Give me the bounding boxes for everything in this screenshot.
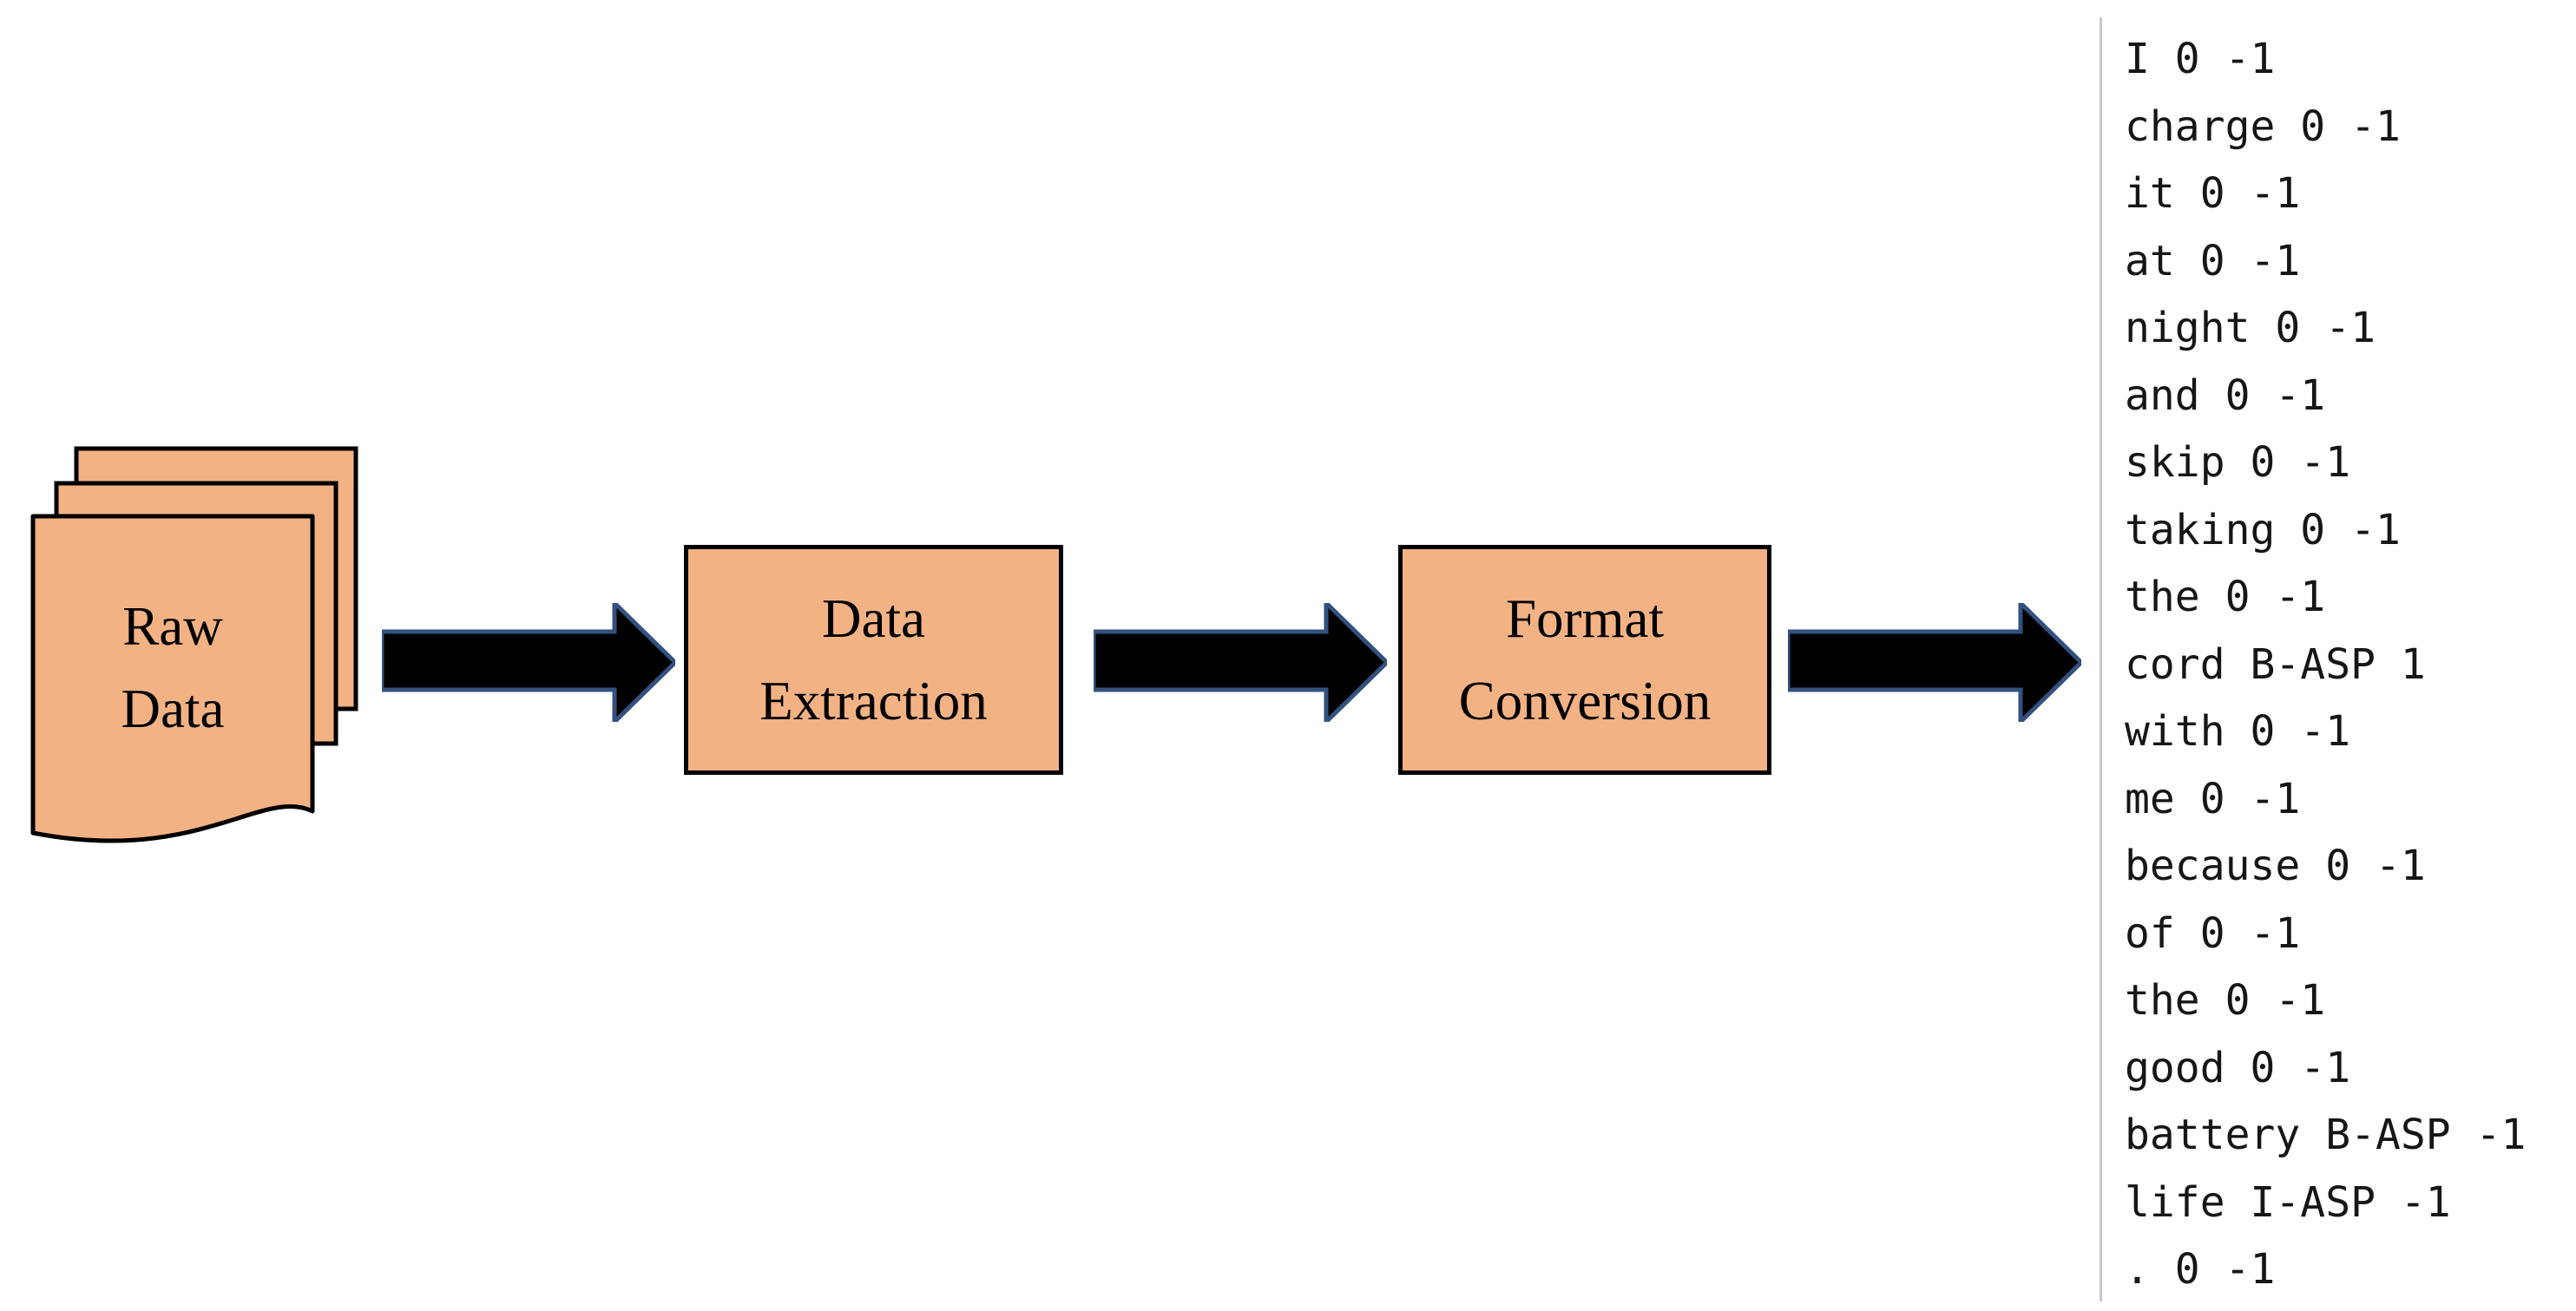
token-line: battery B-ASP -1 bbox=[2125, 1111, 2527, 1159]
token-line: with 0 -1 bbox=[2125, 707, 2351, 756]
output-token-list: I 0 -1 charge 0 -1 it 0 -1 at 0 -1 night… bbox=[2125, 26, 2526, 1304]
token-line: me 0 -1 bbox=[2125, 774, 2301, 823]
textbox-left-border bbox=[2100, 17, 2102, 1301]
token-line: night 0 -1 bbox=[2125, 304, 2376, 352]
token-line: at 0 -1 bbox=[2125, 236, 2301, 285]
raw-data-label: Raw Data bbox=[33, 521, 312, 816]
token-line: skip 0 -1 bbox=[2125, 438, 2351, 487]
token-line: good 0 -1 bbox=[2125, 1043, 2351, 1092]
step-label-line2: Conversion bbox=[1458, 670, 1712, 731]
document-page-front bbox=[30, 514, 315, 843]
step-box-data-extraction: Data Extraction bbox=[684, 545, 1063, 775]
raw-data-label-line2: Data bbox=[121, 678, 225, 739]
token-line: charge 0 -1 bbox=[2125, 102, 2401, 151]
token-line: cord B-ASP 1 bbox=[2125, 639, 2426, 689]
token-line: and 0 -1 bbox=[2125, 370, 2326, 420]
token-line: taking 0 -1 bbox=[2125, 505, 2401, 554]
flow-arrow-icon bbox=[382, 603, 675, 722]
step-label-line1: Format bbox=[1506, 587, 1664, 649]
token-line: of 0 -1 bbox=[2125, 908, 2301, 958]
token-line: because 0 -1 bbox=[2125, 842, 2426, 890]
raw-data-label-line1: Raw bbox=[122, 596, 223, 657]
step-label-line2: Extraction bbox=[759, 670, 988, 731]
flow-arrow-icon bbox=[1788, 603, 2081, 722]
token-line: life I-ASP -1 bbox=[2125, 1177, 2451, 1227]
token-line: it 0 -1 bbox=[2125, 169, 2301, 218]
step-label-line1: Data bbox=[822, 587, 925, 649]
token-line: I 0 -1 bbox=[2125, 35, 2276, 83]
token-line: . 0 -1 bbox=[2125, 1245, 2276, 1294]
document-stack-icon bbox=[30, 446, 358, 843]
flow-arrow-icon bbox=[1094, 603, 1387, 722]
step-box-format-conversion: Format Conversion bbox=[1398, 545, 1771, 775]
token-line: the 0 -1 bbox=[2125, 976, 2326, 1025]
token-line: the 0 -1 bbox=[2125, 573, 2326, 621]
